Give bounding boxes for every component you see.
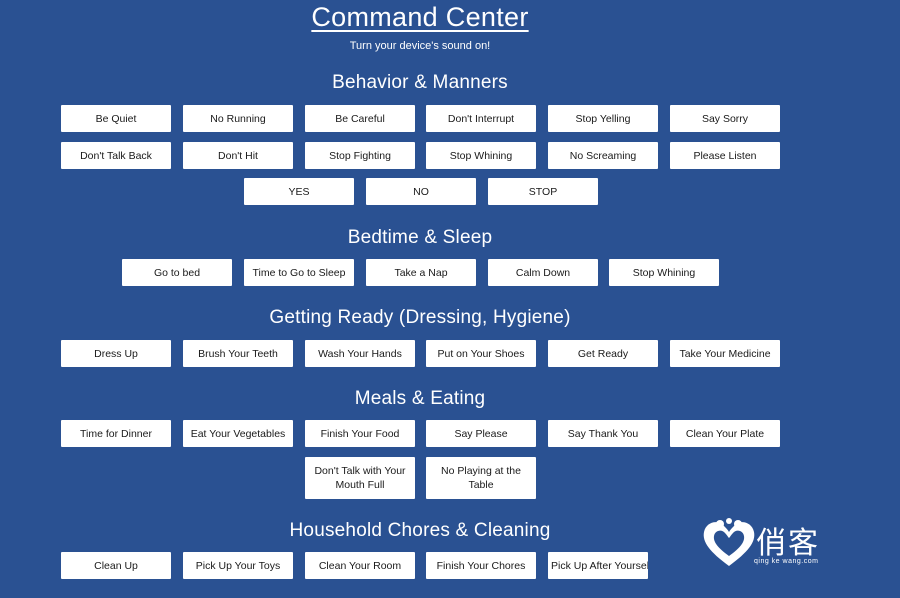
sound-button[interactable]: Clean Your Room xyxy=(305,552,415,579)
section-heading-meals: Meals & Eating xyxy=(354,388,486,409)
sound-button[interactable]: Calm Down xyxy=(488,259,598,286)
sound-button[interactable]: Time for Dinner xyxy=(61,420,171,447)
sound-button[interactable]: Be Careful xyxy=(305,105,415,132)
sound-button[interactable]: Get Ready xyxy=(548,340,658,367)
yes-button[interactable]: YES xyxy=(244,178,354,205)
sound-button[interactable]: Pick Up Your Toys xyxy=(183,552,293,579)
sound-button[interactable]: Don't Talk Back xyxy=(61,142,171,169)
section-heading-chores: Household Chores & Cleaning xyxy=(289,520,551,541)
section-heading-bedtime: Bedtime & Sleep xyxy=(347,227,493,248)
sound-button[interactable]: Take a Nap xyxy=(366,259,476,286)
sound-button[interactable]: No Running xyxy=(183,105,293,132)
no-button[interactable]: NO xyxy=(366,178,476,205)
sound-button[interactable]: Finish Your Chores xyxy=(426,552,536,579)
stop-button[interactable]: STOP xyxy=(488,178,598,205)
sound-button[interactable]: Stop Yelling xyxy=(548,105,658,132)
sound-button[interactable]: Be Quiet xyxy=(61,105,171,132)
sound-button[interactable]: Clean Your Plate xyxy=(670,420,780,447)
sound-button[interactable]: No Screaming xyxy=(548,142,658,169)
sound-button[interactable]: Please Listen xyxy=(670,142,780,169)
sound-button[interactable]: Clean Up xyxy=(61,552,171,579)
sound-button[interactable]: Stop Whining xyxy=(609,259,719,286)
sound-button[interactable]: Say Thank You xyxy=(548,420,658,447)
sound-button[interactable]: Don't Hit xyxy=(183,142,293,169)
sound-button[interactable]: Stop Fighting xyxy=(305,142,415,169)
sound-button[interactable]: Say Please xyxy=(426,420,536,447)
sound-button[interactable]: Stop Whining xyxy=(426,142,536,169)
sound-button[interactable]: Put on Your Shoes xyxy=(426,340,536,367)
sound-button[interactable]: Say Sorry xyxy=(670,105,780,132)
watermark-brand: 俏客 xyxy=(756,526,820,561)
sound-button[interactable]: Don't Interrupt xyxy=(426,105,536,132)
sound-button[interactable]: Don't Talk with Your Mouth Full xyxy=(305,457,415,499)
page-title: Command Center xyxy=(311,2,529,32)
sound-button[interactable]: No Playing at the Table xyxy=(426,457,536,499)
section-heading-getting-ready: Getting Ready (Dressing, Hygiene) xyxy=(269,307,571,328)
sound-button[interactable]: Brush Your Teeth xyxy=(183,340,293,367)
sound-button[interactable]: Time to Go to Sleep xyxy=(244,259,354,286)
sound-button[interactable]: Finish Your Food xyxy=(305,420,415,447)
sound-button[interactable]: Pick Up After Yourself xyxy=(548,552,648,579)
watermark-domain: qing ke wang.com xyxy=(754,558,819,565)
sound-button[interactable]: Dress Up xyxy=(61,340,171,367)
page-subtitle: Turn your device's sound on! xyxy=(349,40,491,52)
sound-button[interactable]: Eat Your Vegetables xyxy=(183,420,293,447)
section-heading-behavior: Behavior & Manners xyxy=(332,72,508,93)
sound-button[interactable]: Go to bed xyxy=(122,259,232,286)
sound-button[interactable]: Wash Your Hands xyxy=(305,340,415,367)
heart-logo-icon xyxy=(703,518,755,566)
watermark-logo: 俏客 qing ke wang.com xyxy=(700,516,830,572)
sound-button[interactable]: Take Your Medicine xyxy=(670,340,780,367)
